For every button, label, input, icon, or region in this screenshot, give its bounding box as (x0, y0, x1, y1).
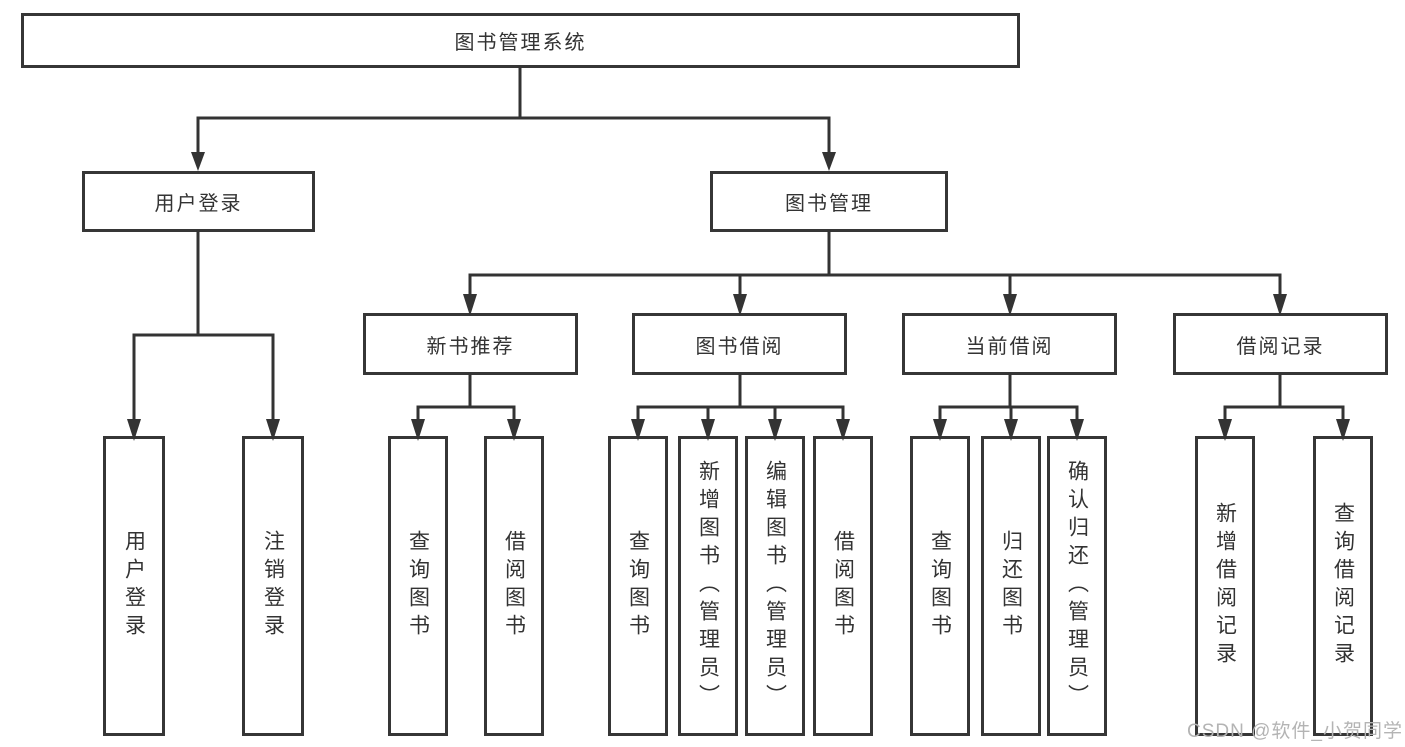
leaf-query-books-current: 查询图书 (910, 436, 970, 736)
leaf-query-borrow-record: 查询借阅记录 (1313, 436, 1373, 736)
leaf-user-login-label: 用户登录 (122, 530, 146, 642)
leaf-return-books: 归还图书 (981, 436, 1041, 736)
leaf-confirm-return-admin-label: 确认归还（管理员） (1065, 460, 1089, 712)
connector-book-borrow-to-leaves (631, 373, 850, 441)
leaf-borrow-books-recommend: 借阅图书 (484, 436, 544, 736)
node-user-login: 用户登录 (82, 171, 315, 232)
connector-new-book-to-leaves (411, 373, 521, 441)
connector-current-borrow-to-leaves (933, 373, 1084, 441)
leaf-query-books-recommend: 查询图书 (388, 436, 448, 736)
leaf-add-borrow-record: 新增借阅记录 (1195, 436, 1255, 736)
connector-borrow-records-to-leaves (1218, 373, 1350, 441)
leaf-borrow-books-recommend-label: 借阅图书 (502, 530, 526, 642)
connector-book-mgmt-to-level3 (463, 230, 1287, 316)
leaf-edit-books-admin-label: 编辑图书（管理员） (763, 460, 787, 712)
leaf-confirm-return-admin: 确认归还（管理员） (1047, 436, 1107, 736)
leaf-edit-books-admin: 编辑图书（管理员） (745, 436, 805, 736)
leaf-borrow-books-label: 借阅图书 (831, 530, 855, 642)
node-current-borrowing: 当前借阅 (902, 313, 1117, 375)
leaf-query-books-current-label: 查询图书 (928, 530, 952, 642)
node-book-borrowing: 图书借阅 (632, 313, 847, 375)
leaf-user-login: 用户登录 (103, 436, 165, 736)
csdn-watermark: CSDN @软件_小贺同学 (1187, 721, 1403, 742)
leaf-add-books-admin: 新增图书（管理员） (678, 436, 738, 736)
leaf-query-books-borrow: 查询图书 (608, 436, 668, 736)
connector-root-to-level2 (191, 66, 836, 171)
connector-user-login-to-leaves (127, 230, 280, 441)
node-book-management: 图书管理 (710, 171, 948, 232)
leaf-logout-label: 注销登录 (261, 530, 285, 642)
leaf-return-books-label: 归还图书 (999, 530, 1023, 642)
leaf-query-books-recommend-label: 查询图书 (406, 530, 430, 642)
node-borrowing-records: 借阅记录 (1173, 313, 1388, 375)
leaf-query-borrow-record-label: 查询借阅记录 (1331, 502, 1355, 670)
leaf-query-books-borrow-label: 查询图书 (626, 530, 650, 642)
leaf-logout: 注销登录 (242, 436, 304, 736)
leaf-add-borrow-record-label: 新增借阅记录 (1213, 502, 1237, 670)
node-library-management-system: 图书管理系统 (21, 13, 1020, 68)
node-new-book-recommendation: 新书推荐 (363, 313, 578, 375)
leaf-borrow-books: 借阅图书 (813, 436, 873, 736)
leaf-add-books-admin-label: 新增图书（管理员） (696, 460, 720, 712)
